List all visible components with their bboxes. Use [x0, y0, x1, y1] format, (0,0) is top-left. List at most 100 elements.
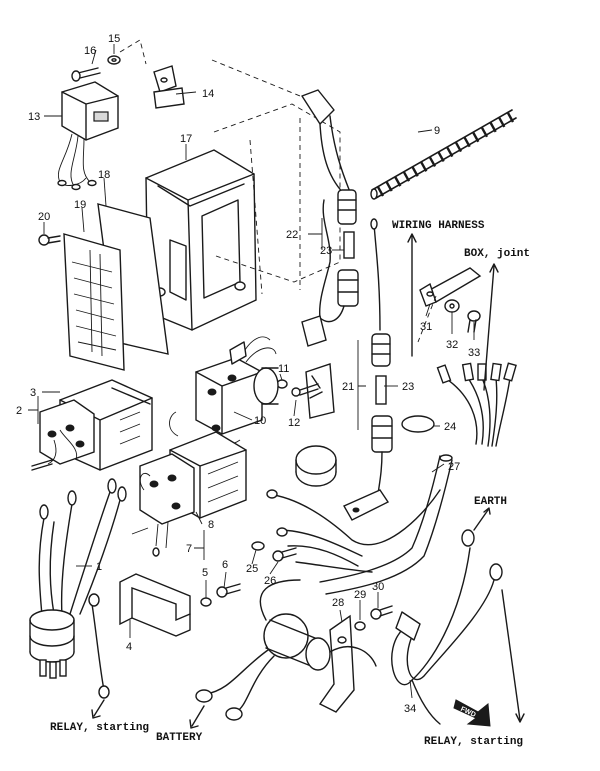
callout-2: 2	[16, 405, 22, 417]
part-28-cable-clamp	[263, 613, 355, 713]
part-31-joint-plate	[419, 267, 482, 307]
part-29-washer	[354, 621, 366, 631]
spiral-band	[506, 112, 515, 123]
callout-10: 10	[254, 415, 266, 427]
spiral-band	[394, 176, 402, 187]
callout-leaders	[28, 44, 475, 699]
callout-5: 5	[202, 567, 208, 579]
callout-21: 21	[342, 381, 354, 393]
callout-22: 22	[286, 229, 298, 241]
label-wiring-harness: WIRING HARNESS	[392, 220, 485, 232]
part-10-solenoid	[169, 336, 279, 446]
part-14-bracket	[153, 65, 185, 109]
part-1-harness	[29, 478, 127, 699]
callout-11: 11	[278, 363, 289, 375]
mount-dash	[249, 118, 301, 295]
callout-4: 4	[126, 641, 132, 653]
callout-34: 34	[404, 703, 416, 715]
leader-15	[119, 39, 147, 65]
spiral-band	[385, 181, 393, 192]
callout-23-upper: 23	[320, 245, 332, 257]
callout-16: 16	[84, 45, 96, 57]
arrow-wiring-harness-head	[407, 233, 417, 243]
part-21-fuse-holder	[343, 218, 393, 521]
part-25-washer	[251, 541, 265, 551]
part-19-label	[63, 233, 125, 371]
callout-29: 29	[354, 589, 366, 601]
wiring-harness-connectors	[436, 362, 517, 447]
arrow-relay-left	[93, 699, 105, 717]
arrow-battery	[191, 705, 205, 727]
callout-numbers: 16 15 14 13 17 18 19 20 9 22 23 11 10 1 2…	[16, 33, 480, 715]
arrow-earth	[473, 509, 489, 531]
callout-30: 30	[372, 581, 384, 593]
callout-7: 7	[186, 543, 192, 555]
label-battery: BATTERY	[156, 732, 203, 744]
callout-6: 6	[222, 559, 228, 571]
label-box-joint: BOX, joint	[464, 248, 530, 260]
callout-26: 26	[264, 575, 276, 587]
callout-8: 8	[208, 519, 214, 531]
callout-18: 18	[98, 169, 110, 181]
part-24-o-ring	[401, 415, 435, 433]
callout-32: 32	[446, 339, 458, 351]
spiral-band	[376, 186, 385, 197]
callout-9: 9	[434, 125, 440, 137]
part-30-bolt	[370, 605, 393, 620]
part-27-tube	[319, 454, 453, 595]
callout-13: 13	[28, 111, 40, 123]
callout-15: 15	[108, 33, 120, 45]
callout-24: 24	[444, 421, 456, 433]
arrow-relay-right	[501, 589, 521, 721]
part-32-washer	[444, 299, 460, 313]
label-relay-starting-left: RELAY, starting	[50, 722, 149, 734]
part-15-washer	[107, 55, 121, 65]
spiral-band	[402, 171, 411, 182]
callout-23-lower: 23	[402, 381, 414, 393]
callout-28: 28	[332, 597, 344, 609]
callout-19: 19	[74, 199, 86, 211]
spiral-band	[472, 132, 480, 143]
spiral-band	[428, 156, 437, 167]
fwd-arrow-icon: FWD	[453, 699, 491, 727]
spiral-band	[437, 151, 445, 163]
part-2-3-relay-assembly	[31, 379, 153, 471]
clamp-ring-side	[295, 459, 337, 473]
part-6-bolt	[216, 583, 241, 598]
part-13-relay-box	[57, 81, 119, 191]
spiral-band	[480, 127, 489, 138]
part-17-cover	[145, 149, 257, 331]
spiral-band	[411, 166, 419, 177]
callout-3: 3	[30, 387, 36, 399]
callout-27: 27	[448, 461, 460, 473]
label-earth: EARTH	[474, 496, 507, 508]
callout-1: 1	[96, 561, 102, 573]
callout-17: 17	[180, 133, 192, 145]
battery-cables	[195, 579, 377, 721]
part-22-fuse-holder	[301, 89, 359, 323]
spiral-band	[498, 117, 506, 128]
fwd-label: FWD	[459, 706, 476, 719]
spiral-band	[463, 137, 471, 148]
part-5-washer	[200, 597, 212, 607]
label-relay-starting-right: RELAY, starting	[424, 736, 523, 748]
part-4-bracket	[119, 573, 191, 637]
part-34-earth-cables	[391, 529, 503, 725]
clamp-ring	[295, 445, 337, 475]
callout-25: 25	[246, 563, 258, 575]
callout-31: 31	[420, 321, 432, 333]
spiral-band	[489, 122, 497, 133]
callout-20: 20	[38, 211, 50, 223]
spiral-band	[454, 142, 463, 153]
arrow-box-joint	[483, 265, 495, 391]
spiral-band	[446, 146, 454, 158]
part-9-spiral-tube	[370, 109, 517, 200]
part-12-bracket	[301, 315, 335, 419]
callout-33: 33	[468, 347, 480, 359]
callout-14: 14	[202, 88, 214, 100]
leader-top-mount	[211, 59, 301, 97]
part-20-screw	[38, 234, 61, 246]
part-26-screw	[272, 547, 297, 562]
